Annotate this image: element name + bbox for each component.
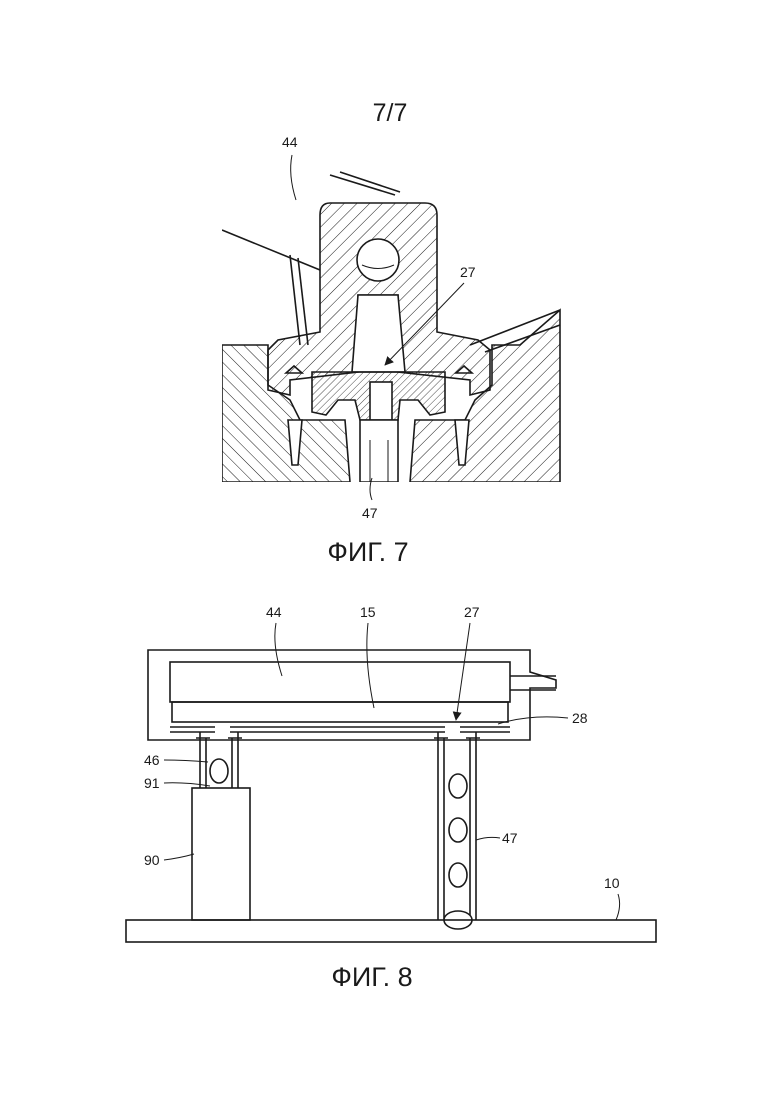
fig8-label-44: 44 bbox=[266, 604, 282, 620]
fig7-outlet bbox=[360, 420, 398, 482]
fig8-label-15: 15 bbox=[360, 604, 376, 620]
fig7-label-47: 47 bbox=[362, 505, 378, 521]
fig8-droplet-left bbox=[210, 759, 228, 783]
fig7-label-44: 44 bbox=[282, 134, 298, 150]
fig7-section-view bbox=[222, 172, 560, 482]
fig8-label-28: 28 bbox=[572, 710, 588, 726]
fig8-caption: ФИГ. 8 bbox=[331, 962, 412, 992]
fig8-label-46: 46 bbox=[144, 752, 160, 768]
page-number: 7/7 bbox=[373, 99, 408, 127]
figure-7: 44 27 47 ФИГ. 7 bbox=[222, 134, 560, 567]
figure-8: 44 15 27 28 46 91 90 47 10 ФИГ. 8 bbox=[126, 604, 656, 992]
fig7-ball bbox=[357, 239, 399, 281]
fig7-label-27: 27 bbox=[460, 264, 476, 280]
fig8-label-10: 10 bbox=[604, 875, 620, 891]
fig8-label-27: 27 bbox=[464, 604, 480, 620]
fig8-droplet-1 bbox=[449, 774, 467, 798]
fig8-substrate-10 bbox=[126, 920, 656, 942]
fig8-droplet-2 bbox=[449, 818, 467, 842]
fig8-block-90 bbox=[192, 788, 250, 920]
fig8-label-47: 47 bbox=[502, 830, 518, 846]
fig7-caption: ФИГ. 7 bbox=[327, 537, 408, 567]
fig8-droplet-3 bbox=[449, 863, 467, 887]
fig8-label-91: 91 bbox=[144, 775, 160, 791]
fig8-label-90: 90 bbox=[144, 852, 160, 868]
fig7-channel bbox=[352, 295, 405, 372]
